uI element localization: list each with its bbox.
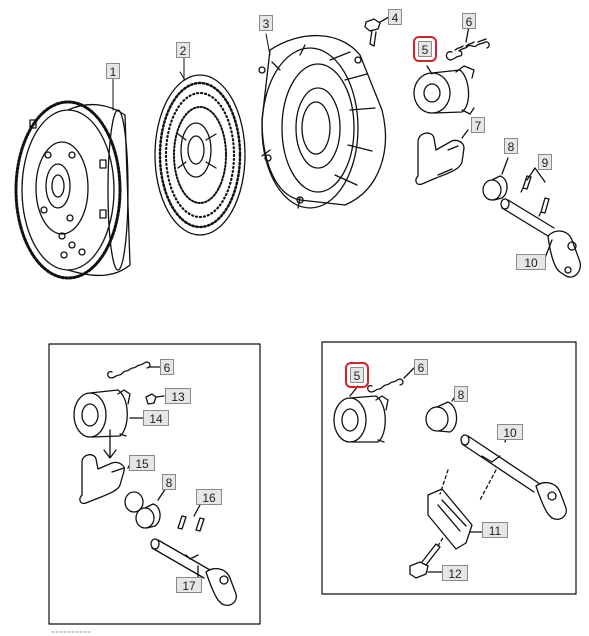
inset-right-spring-drawing xyxy=(367,367,415,393)
clutch-disc-drawing xyxy=(154,74,246,236)
inset-left-bearing-drawing xyxy=(73,389,165,438)
inset-left-shaft-lever-drawing xyxy=(150,538,237,606)
callout-inset-left-14: 14 xyxy=(143,410,169,426)
callout-inset-right-8: 8 xyxy=(454,386,468,402)
callout-inset-right-11: 11 xyxy=(482,522,508,538)
callout-3: 3 xyxy=(259,15,273,31)
pressure-plate-drawing xyxy=(258,34,387,209)
callout-inset-left-17: 17 xyxy=(176,577,202,593)
leader-lines-top xyxy=(112,33,271,111)
callout-2: 2 xyxy=(176,42,190,58)
callout-9: 9 xyxy=(538,154,552,170)
inset-left-spring-drawing xyxy=(107,361,161,379)
callout-inset-right-5-highlighted[interactable]: 5 xyxy=(345,362,369,388)
screw-drawing xyxy=(364,16,390,47)
shaft-lever-top-drawing xyxy=(500,198,581,278)
callout-inset-left-16: 16 xyxy=(196,489,222,505)
release-bearing-top-drawing xyxy=(413,65,475,115)
callout-inset-left-8: 8 xyxy=(162,474,176,490)
callout-7: 7 xyxy=(471,117,485,133)
inset-left-pins-drawing xyxy=(177,504,205,532)
flywheel-drawing xyxy=(14,100,131,280)
callout-6: 6 xyxy=(462,13,476,29)
callout-8: 8 xyxy=(504,138,518,154)
callout-inset-left-6: 6 xyxy=(160,359,174,375)
callout-inset-left-13: 13 xyxy=(165,388,191,404)
inset-right-shaft-lever-drawing xyxy=(460,429,567,520)
spring-top-drawing xyxy=(445,25,490,61)
callout-inset-right-6: 6 xyxy=(414,359,428,375)
bushing-top-drawing xyxy=(482,157,509,201)
callout-4: 4 xyxy=(388,9,402,25)
callout-10: 10 xyxy=(516,254,546,270)
inset-right-bolt-drawing xyxy=(409,535,445,579)
inset-right-bearing-drawing xyxy=(333,385,389,443)
inset-right-plate-drawing xyxy=(427,469,497,550)
callout-1: 1 xyxy=(106,63,120,79)
pins-drawing xyxy=(520,167,550,217)
callout-inset-right-12: 12 xyxy=(442,565,468,581)
fork-drawing xyxy=(415,129,469,186)
callout-5-highlighted[interactable]: 5 xyxy=(413,36,437,62)
callout-inset-left-15: 15 xyxy=(129,455,155,471)
inset-left-bushing-drawing xyxy=(135,487,167,529)
callout-inset-right-10: 10 xyxy=(497,424,523,440)
inset-left-fork-drawing xyxy=(79,429,144,513)
